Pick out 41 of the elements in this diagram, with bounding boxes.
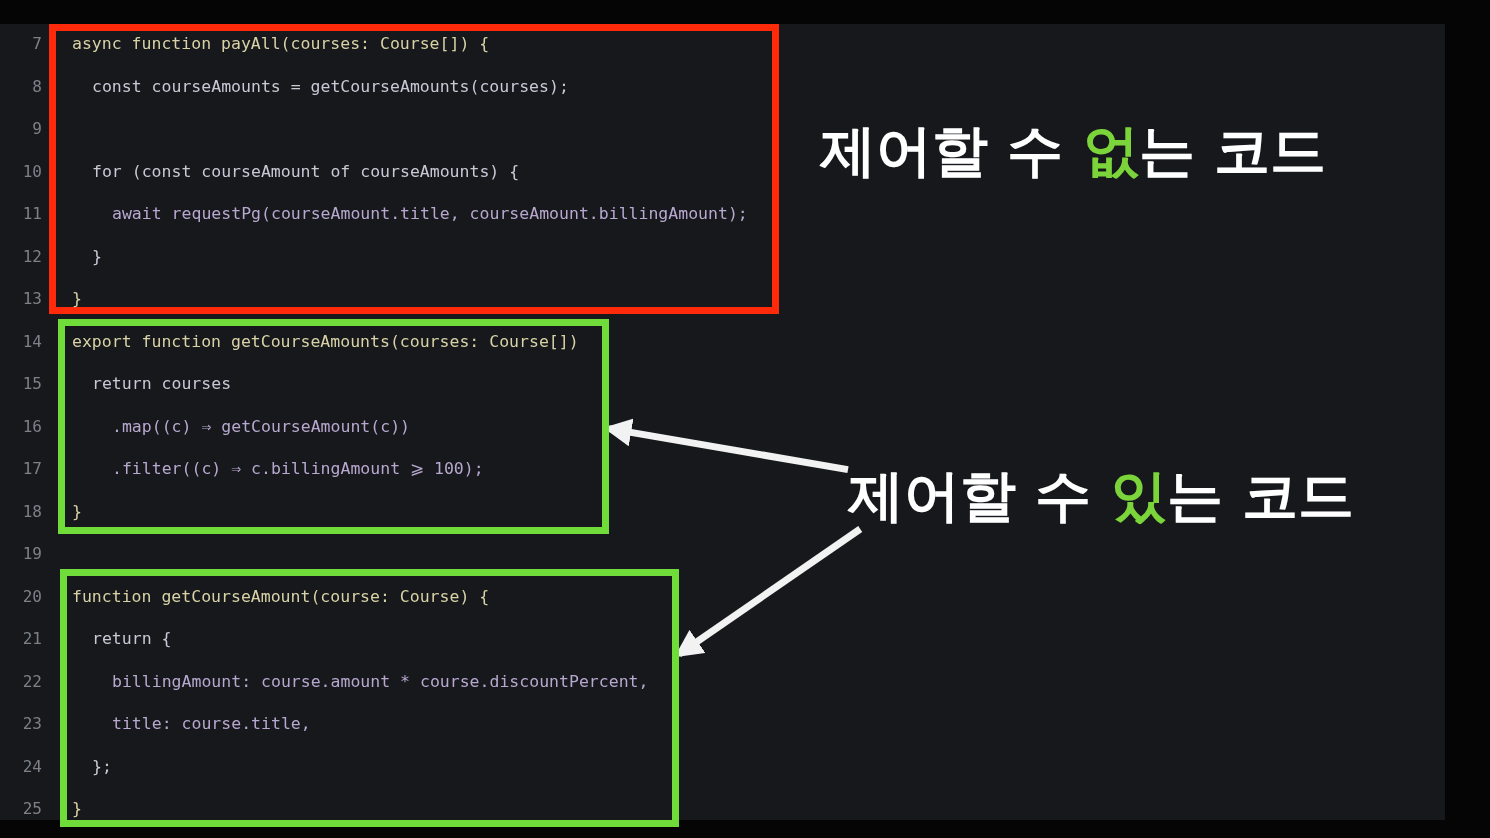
code-line: for (const courseAmount of courseAmounts) { — [92, 160, 520, 183]
line-number: 25 — [21, 798, 42, 820]
line-number: 23 — [21, 713, 42, 735]
code-line: } — [72, 500, 82, 523]
code-line: .filter((c) ⇒ c.billingAmount ⩾ 100); — [112, 458, 484, 480]
code-line: function getCourseAmount(course: Course) { — [72, 585, 490, 608]
line-number: 9 — [31, 118, 42, 140]
line-number: 12 — [21, 245, 42, 268]
line-number: 8 — [31, 75, 42, 98]
code-line: }; — [92, 755, 112, 778]
line-number: 20 — [21, 585, 42, 608]
code-line: async function payAll(courses: Course[]) { — [72, 33, 490, 55]
line-number: 21 — [21, 628, 42, 650]
line-number: 18 — [21, 500, 42, 523]
line-number: 10 — [21, 160, 42, 183]
code-line: return { — [92, 628, 172, 650]
highlight-box — [58, 319, 609, 534]
line-number: 22 — [21, 670, 42, 693]
code-line: .map((c) ⇒ getCourseAmount(c)) — [112, 415, 410, 438]
code-line: billingAmount: course.amount * course.discountPercent, — [112, 670, 649, 693]
line-number: 13 — [21, 288, 42, 310]
code-line: export function getCourseAmounts(courses: Course[]) — [72, 330, 579, 353]
highlight-box — [49, 24, 779, 314]
annotation-text: 제어할 수 없는 코드 — [820, 118, 1327, 184]
highlight-box — [60, 569, 679, 827]
line-number: 16 — [21, 415, 42, 438]
code-line: } — [92, 245, 102, 268]
code-line: await requestPg(courseAmount.title, courseAmount.billingAmount); — [112, 203, 748, 225]
line-number: 19 — [21, 543, 42, 565]
code-line: title: course.title, — [112, 713, 311, 735]
line-number: 11 — [21, 203, 42, 225]
annotation-text: 제어할 수 있는 코드 — [848, 463, 1355, 529]
line-number: 15 — [21, 373, 42, 395]
code-line: } — [72, 288, 82, 310]
line-number: 14 — [21, 330, 42, 353]
code-line: } — [72, 798, 82, 820]
line-number: 7 — [31, 33, 42, 55]
code-line: const courseAmounts = getCourseAmounts(courses); — [92, 75, 569, 98]
line-number: 24 — [21, 755, 42, 778]
code-line: return courses — [92, 373, 232, 395]
line-number: 17 — [21, 458, 42, 480]
